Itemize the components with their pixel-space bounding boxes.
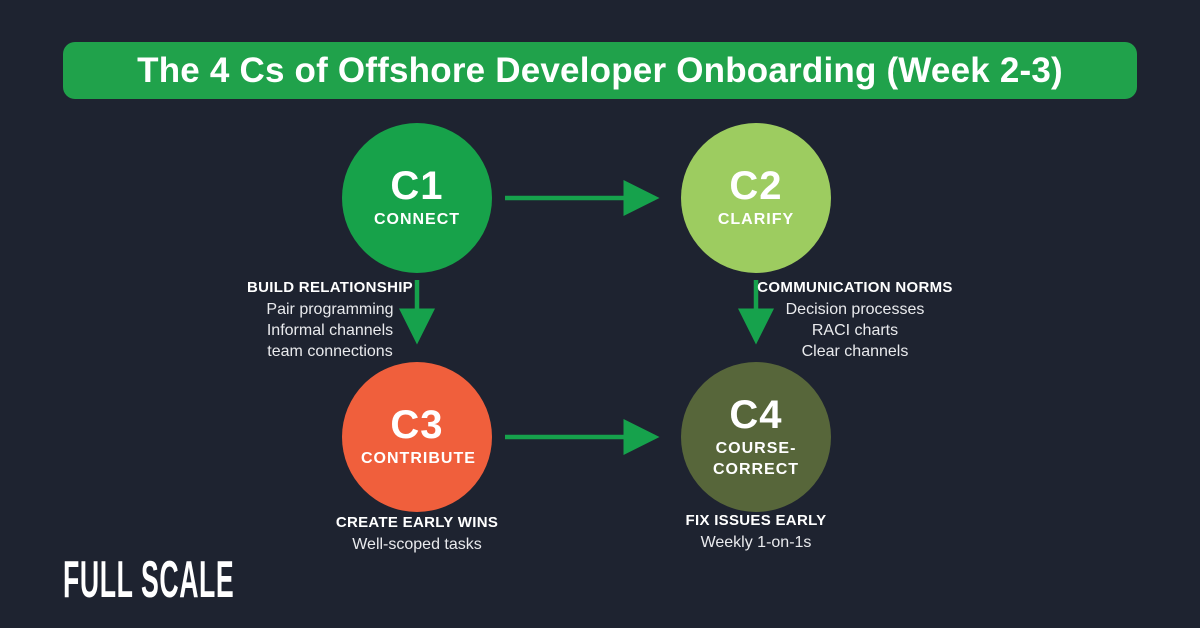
- node-c2-id: C2: [729, 164, 783, 209]
- note-line: Clear channels: [801, 343, 909, 360]
- full-scale-logo: FULL SCALE: [63, 550, 235, 609]
- note-build-relationship: BUILD RELATIONSHIP Pair programming Info…: [210, 279, 450, 362]
- node-c1-id: C1: [390, 164, 444, 209]
- note-line: Well-scoped tasks: [352, 536, 482, 553]
- note-line: RACI charts: [811, 322, 899, 339]
- node-c2-label: CLARIFY: [717, 211, 795, 229]
- note-create-early-wins: CREATE EARLY WINS Well-scoped tasks: [297, 514, 537, 555]
- note-line: Decision processes: [785, 301, 925, 318]
- node-c3-id: C3: [390, 403, 444, 448]
- node-c4-course-correct: C4 COURSE-CORRECT: [681, 362, 831, 512]
- node-c4-label: COURSE-CORRECT: [712, 439, 800, 478]
- note-heading: CREATE EARLY WINS: [335, 514, 499, 531]
- node-c3-label: CONTRIBUTE: [361, 450, 476, 468]
- note-line: Pair programming: [266, 301, 394, 318]
- node-c4-id: C4: [729, 392, 783, 437]
- node-c2-clarify: C2 CLARIFY: [681, 123, 831, 273]
- note-line: Informal channels: [266, 322, 394, 339]
- note-heading: BUILD RELATIONSHIP: [247, 279, 413, 296]
- note-line: team connections: [267, 343, 393, 360]
- node-c1-connect: C1 CONNECT: [342, 123, 492, 273]
- node-c1-label: CONNECT: [373, 211, 461, 229]
- note-line: Weekly 1-on-1s: [700, 534, 812, 551]
- title-banner: The 4 Cs of Offshore Developer Onboardin…: [63, 42, 1137, 99]
- node-c3-contribute: C3 CONTRIBUTE: [342, 362, 492, 512]
- note-heading: COMMUNICATION NORMS: [757, 279, 953, 296]
- note-communication-norms: COMMUNICATION NORMS Decision processes R…: [735, 279, 975, 362]
- note-fix-issues-early: FIX ISSUES EARLY Weekly 1-on-1s: [636, 512, 876, 553]
- page-title: The 4 Cs of Offshore Developer Onboardin…: [137, 50, 1063, 90]
- note-heading: FIX ISSUES EARLY: [685, 512, 827, 529]
